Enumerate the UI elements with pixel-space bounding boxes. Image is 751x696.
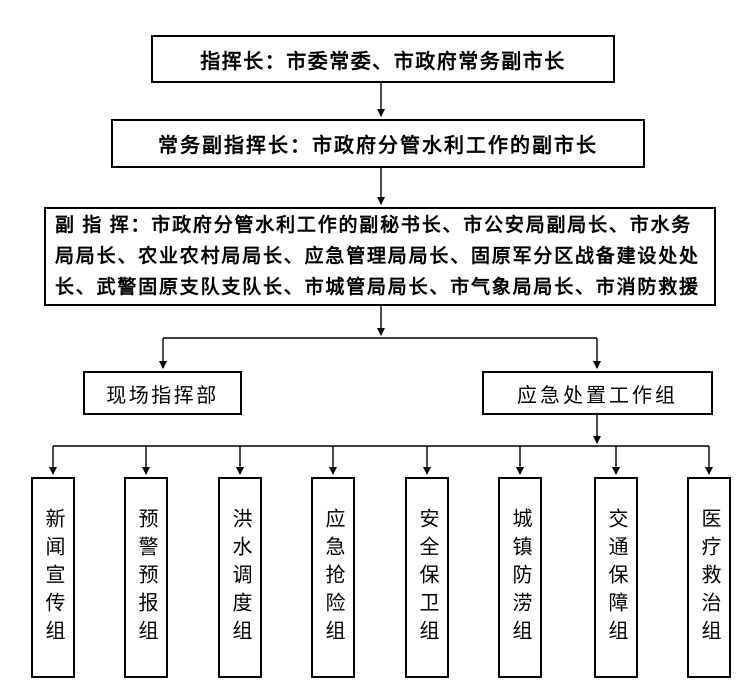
- node-work-group-emergency-rescue: 应急抢险组: [311, 477, 355, 678]
- deputy-commanders-line-1: 副 指 挥：市政府分管水利工作的副秘书长、市公安局副局长、市水务: [55, 215, 693, 236]
- node-work-group-urban-waterlogging: 城镇防涝组: [498, 477, 542, 678]
- work-group-label: 交通保障组: [605, 507, 627, 648]
- node-work-group-medical-treatment: 医疗救治组: [687, 477, 731, 678]
- deputy-commanders-line-3: 长、武警固原支队支队长、市城管局局长、市气象局局长、市消防救援: [55, 277, 700, 298]
- node-work-group-security: 安全保卫组: [405, 477, 449, 678]
- work-group-label: 预警预报组: [135, 507, 157, 648]
- work-group-label: 城镇防涝组: [509, 507, 531, 648]
- node-executive-deputy-commander: 常务副指挥长：市政府分管水利工作的副市长: [111, 119, 645, 168]
- node-commander: 指挥长：市委常委、市政府常务副市长: [151, 35, 615, 83]
- node-emergency-response-group: 应急处置工作组: [482, 371, 713, 415]
- node-work-group-flood-dispatch: 洪水调度组: [218, 477, 262, 678]
- node-work-group-early-warning: 预警预报组: [124, 477, 168, 678]
- node-work-group-traffic-support: 交通保障组: [594, 477, 638, 678]
- work-group-label: 洪水调度组: [229, 507, 251, 648]
- deputy-commanders-line-2: 局局长、农业农村局局长、应急管理局局长、固原军分区战备建设处处: [55, 246, 700, 267]
- node-deputy-commanders: 副 指 挥：市政府分管水利工作的副秘书长、市公安局副局长、市水务 局局长、农业农…: [44, 207, 716, 306]
- work-group-label: 安全保卫组: [416, 507, 438, 648]
- work-group-label: 新闻宣传组: [42, 507, 64, 648]
- node-field-command: 现场指挥部: [83, 371, 242, 415]
- node-work-group-news-publicity: 新闻宣传组: [31, 477, 75, 678]
- work-group-label: 医疗救治组: [698, 507, 720, 648]
- work-group-label: 应急抢险组: [322, 507, 344, 648]
